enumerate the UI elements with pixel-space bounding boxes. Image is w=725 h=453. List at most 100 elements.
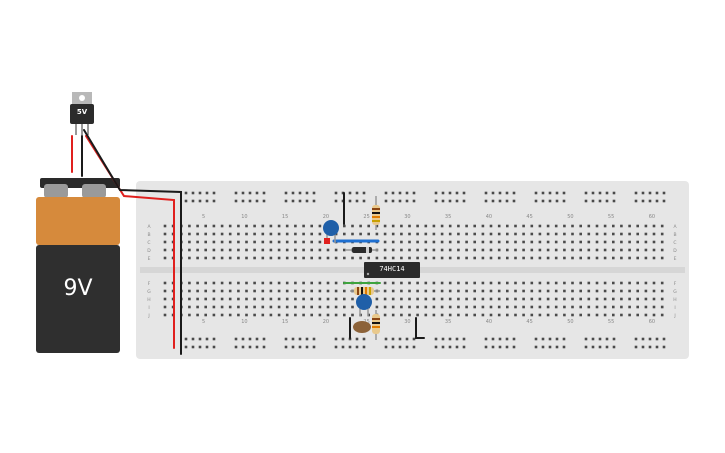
breadboard-hole[interactable] — [228, 248, 232, 252]
breadboard-hole[interactable] — [648, 199, 652, 203]
breadboard-hole[interactable] — [522, 313, 525, 317]
breadboard-hole[interactable] — [538, 240, 542, 244]
breadboard-hole[interactable] — [391, 191, 395, 195]
breadboard-hole[interactable] — [506, 232, 509, 236]
breadboard-hole[interactable] — [563, 256, 566, 260]
breadboard-hole[interactable] — [660, 281, 664, 285]
breadboard-hole[interactable] — [391, 305, 395, 309]
breadboard-hole[interactable] — [473, 232, 476, 236]
breadboard-hole[interactable] — [554, 289, 558, 293]
breadboard-hole[interactable] — [498, 345, 502, 349]
breadboard-hole[interactable] — [662, 199, 666, 203]
breadboard-hole[interactable] — [489, 289, 493, 293]
breadboard-hole[interactable] — [603, 240, 607, 244]
breadboard-hole[interactable] — [400, 305, 403, 309]
breadboard-hole[interactable] — [318, 256, 322, 260]
breadboard-hole[interactable] — [465, 232, 468, 236]
breadboard-hole[interactable] — [424, 240, 428, 244]
breadboard-hole[interactable] — [228, 289, 232, 293]
breadboard-hole[interactable] — [562, 345, 566, 349]
breadboard-hole[interactable] — [391, 337, 395, 341]
voltage-regulator[interactable] — [70, 92, 94, 135]
breadboard-hole[interactable] — [367, 256, 370, 260]
breadboard-hole[interactable] — [546, 232, 550, 236]
breadboard-hole[interactable] — [245, 232, 248, 236]
breadboard-hole[interactable] — [440, 313, 444, 317]
breadboard-hole[interactable] — [448, 345, 452, 349]
breadboard-hole[interactable] — [506, 305, 509, 309]
breadboard-hole[interactable] — [305, 337, 309, 341]
breadboard-hole[interactable] — [506, 289, 509, 293]
breadboard-hole[interactable] — [294, 240, 297, 244]
breadboard-hole[interactable] — [563, 313, 566, 317]
breadboard-hole[interactable] — [587, 305, 591, 309]
breadboard-hole[interactable] — [391, 248, 395, 252]
breadboard-hole[interactable] — [605, 337, 609, 341]
breadboard-hole[interactable] — [310, 240, 313, 244]
breadboard-hole[interactable] — [595, 289, 599, 293]
breadboard-hole[interactable] — [514, 305, 517, 309]
breadboard-hole[interactable] — [291, 337, 295, 341]
breadboard-hole[interactable] — [571, 281, 574, 285]
breadboard-hole[interactable] — [563, 281, 566, 285]
breadboard-hole[interactable] — [584, 345, 588, 349]
breadboard-hole[interactable] — [334, 256, 338, 260]
breadboard-hole[interactable] — [253, 256, 256, 260]
breadboard-hole[interactable] — [355, 337, 359, 341]
breadboard-hole[interactable] — [432, 305, 436, 309]
breadboard-hole[interactable] — [408, 305, 411, 309]
breadboard-hole[interactable] — [579, 256, 582, 260]
breadboard-hole[interactable] — [408, 248, 411, 252]
breadboard-hole[interactable] — [408, 297, 411, 301]
breadboard-hole[interactable] — [255, 345, 259, 349]
breadboard-hole[interactable] — [554, 281, 558, 285]
breadboard-hole[interactable] — [237, 297, 240, 301]
breadboard-hole[interactable] — [262, 199, 266, 203]
breadboard-hole[interactable] — [534, 199, 538, 203]
breadboard-hole[interactable] — [326, 297, 330, 301]
breadboard-hole[interactable] — [261, 232, 265, 236]
breadboard-hole[interactable] — [441, 191, 445, 195]
capacitor-electrolytic[interactable] — [353, 321, 371, 333]
breadboard-hole[interactable] — [245, 313, 248, 317]
breadboard-hole[interactable] — [310, 313, 313, 317]
breadboard-hole[interactable] — [612, 224, 615, 228]
breadboard-hole[interactable] — [563, 240, 566, 244]
breadboard-hole[interactable] — [484, 199, 488, 203]
breadboard-hole[interactable] — [196, 281, 199, 285]
breadboard-hole[interactable] — [462, 191, 466, 195]
breadboard-hole[interactable] — [554, 297, 558, 301]
breadboard-hole[interactable] — [571, 240, 574, 244]
breadboard-hole[interactable] — [198, 345, 202, 349]
breadboard-hole[interactable] — [163, 248, 167, 252]
breadboard-hole[interactable] — [383, 313, 387, 317]
ic-74hc14[interactable] — [364, 262, 420, 278]
breadboard-hole[interactable] — [212, 199, 216, 203]
breadboard-hole[interactable] — [188, 232, 191, 236]
breadboard-hole[interactable] — [587, 289, 591, 293]
breadboard-hole[interactable] — [505, 337, 509, 341]
breadboard-hole[interactable] — [318, 248, 322, 252]
breadboard-hole[interactable] — [563, 224, 566, 228]
breadboard-hole[interactable] — [491, 345, 495, 349]
breadboard-hole[interactable] — [188, 281, 191, 285]
breadboard-hole[interactable] — [383, 248, 387, 252]
breadboard-hole[interactable] — [184, 345, 188, 349]
breadboard-hole[interactable] — [620, 256, 623, 260]
breadboard-hole[interactable] — [351, 232, 354, 236]
breadboard-hole[interactable] — [506, 281, 509, 285]
breadboard-hole[interactable] — [563, 232, 566, 236]
breadboard-hole[interactable] — [571, 248, 574, 252]
breadboard-hole[interactable] — [412, 337, 416, 341]
breadboard-hole[interactable] — [269, 240, 273, 244]
breadboard-hole[interactable] — [305, 191, 309, 195]
breadboard-hole[interactable] — [434, 345, 438, 349]
breadboard-hole[interactable] — [359, 256, 362, 260]
breadboard-hole[interactable] — [455, 337, 459, 341]
breadboard-hole[interactable] — [383, 224, 387, 228]
breadboard-hole[interactable] — [505, 199, 509, 203]
breadboard-hole[interactable] — [351, 305, 354, 309]
breadboard-hole[interactable] — [305, 345, 309, 349]
breadboard-hole[interactable] — [196, 289, 199, 293]
breadboard-hole[interactable] — [652, 305, 656, 309]
